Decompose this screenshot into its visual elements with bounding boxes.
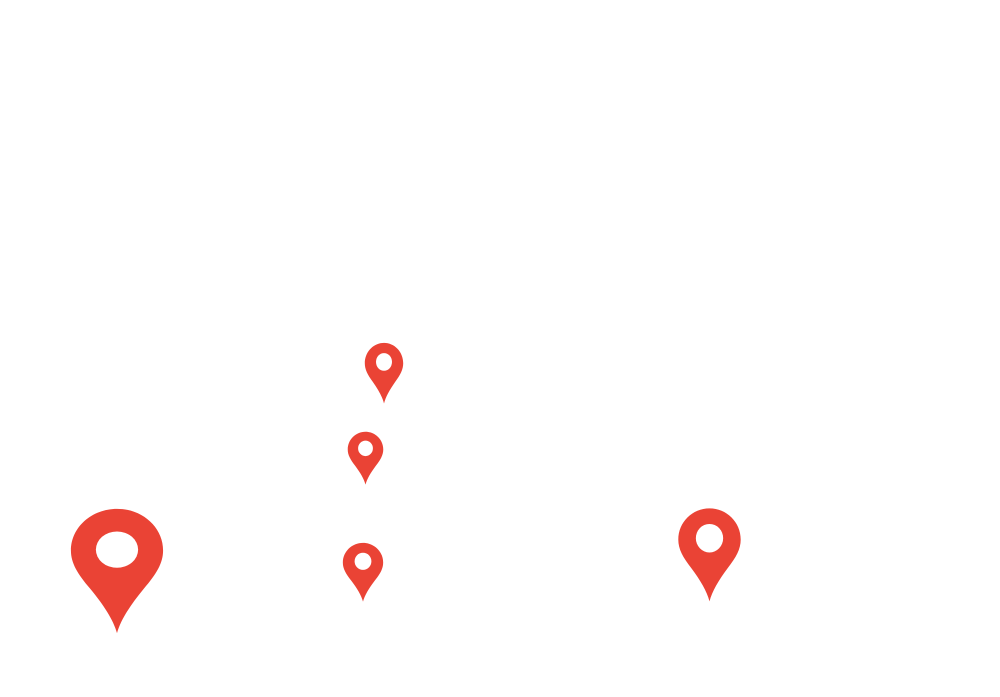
map-pin-icon [342, 542, 384, 602]
map-pin-icon [347, 431, 384, 485]
map-marker-3[interactable] [342, 542, 384, 602]
map-marker-2[interactable] [347, 431, 384, 485]
map-pin-icon [678, 508, 741, 602]
map-marker-4[interactable] [69, 507, 165, 634]
map-pin-icon [70, 508, 164, 634]
map-marker-5[interactable] [677, 507, 742, 602]
map-pin-icon [364, 342, 404, 404]
map-marker-1[interactable] [364, 342, 404, 404]
